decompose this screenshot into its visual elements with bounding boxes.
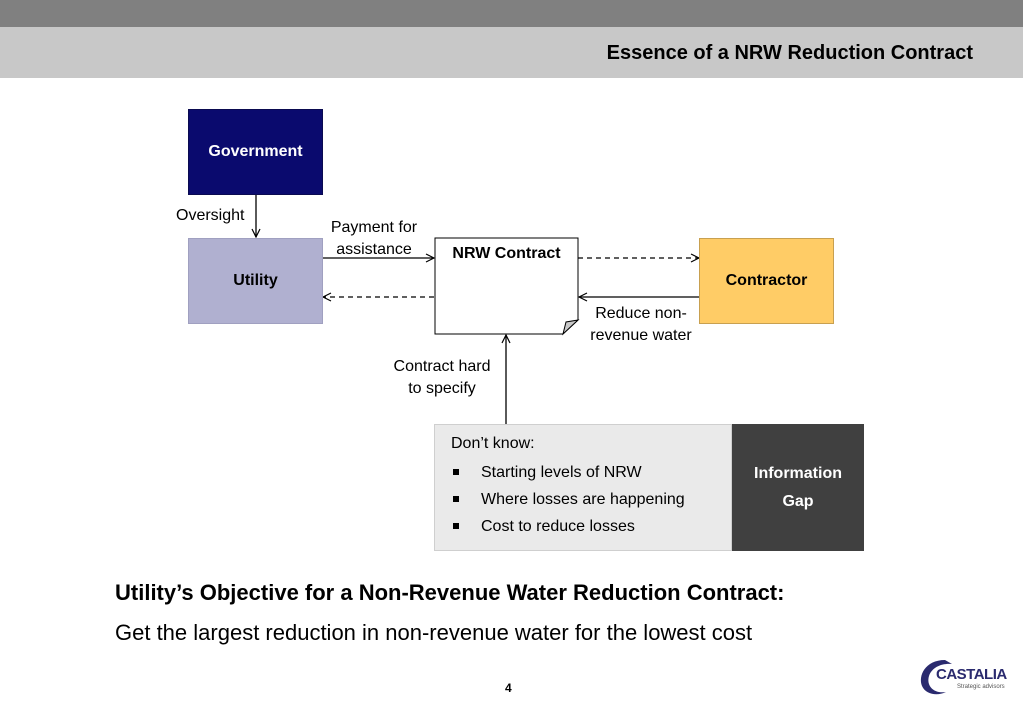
contract-hard-line2: to specify [408,380,476,397]
title-band [0,27,1023,78]
page-title: Essence of a NRW Reduction Contract [606,42,973,64]
top-band [0,0,1023,27]
payment-label-line1: Payment for [330,219,418,236]
government-box: Government [188,109,323,195]
payment-label: Payment for assistance [324,217,424,261]
list-item: Starting levels of NRW [451,459,715,486]
list-item: Cost to reduce losses [451,513,715,540]
oversight-label: Oversight [176,207,245,224]
page-number: 4 [505,681,512,695]
contract-hard-label: Contract hard to specify [386,356,498,400]
dont-know-list: Starting levels of NRW Where losses are … [451,459,715,540]
payment-label-line2: assistance [336,241,412,258]
objective-heading: Utility’s Objective for a Non-Revenue Wa… [115,580,785,605]
information-gap-line2: Gap [782,492,814,510]
nrw-contract-label: NRW Contract [452,245,561,262]
contractor-box: Contractor [699,238,834,324]
folded-corner [562,319,580,336]
dont-know-heading: Don’t know: [451,435,535,452]
logo-tagline: Strategic advisors [957,684,1005,690]
information-gap-box: Information Gap [732,424,864,551]
reduce-label-line1: Reduce non- [595,305,687,322]
reduce-label-line2: revenue water [590,327,692,344]
logo-swoosh [920,660,952,695]
goal-text: Get the largest reduction in non-revenue… [115,620,753,645]
logo-name: CASTALIA [936,666,1007,683]
reduce-label: Reduce non- revenue water [582,303,700,347]
list-item: Where losses are happening [451,486,715,513]
dont-know-box: Don’t know: Starting levels of NRW Where… [434,424,732,551]
utility-box: Utility [188,238,323,324]
information-gap-line1: Information [754,464,842,482]
contract-hard-line1: Contract hard [393,358,491,375]
